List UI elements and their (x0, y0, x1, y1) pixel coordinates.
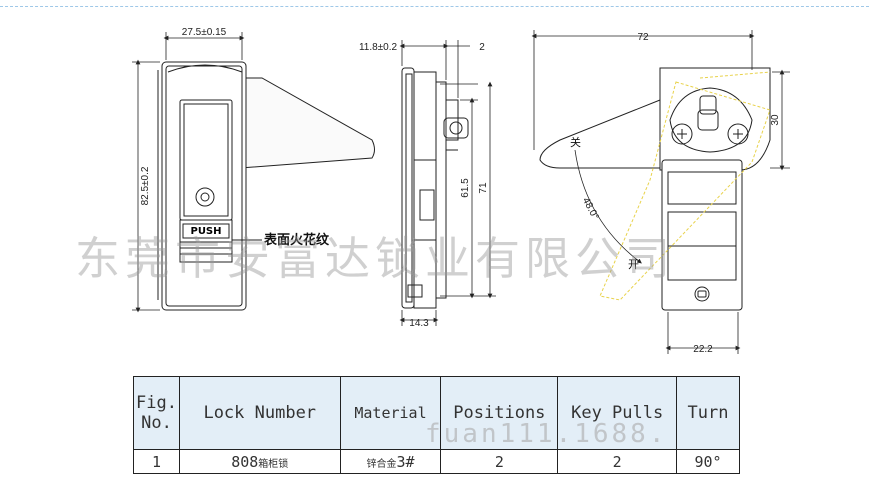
side-top-left-text: 11.8±0.2 (359, 42, 398, 53)
dim-side-heights (440, 81, 496, 299)
open-label: 开 (628, 258, 639, 271)
rear-bottom-text: 22.2 (693, 344, 713, 355)
dim-rear-bottom (665, 312, 741, 354)
dim-rear-height (770, 69, 790, 171)
header-fig-no: Fig.No. (133, 376, 180, 450)
rear-height-text: 30 (770, 114, 781, 126)
push-label: PUSH (190, 226, 221, 237)
top-dashed-border (0, 6, 869, 7)
side-height-text: 71 (478, 182, 489, 194)
dim-rear-width (531, 30, 755, 150)
header-fig-line1: Fig. (136, 393, 177, 413)
front-width-text: 27.5±0.15 (182, 27, 227, 38)
header-key-pulls: Key Pulls (557, 376, 678, 450)
company-watermark: 东莞市安富达锁业有限公司 (75, 232, 676, 285)
front-height-text: 82.5±0.2 (140, 166, 151, 205)
angle-arc (574, 149, 642, 264)
side-inner-text: 61.5 (460, 178, 471, 198)
material-prefix: 锌合金 (366, 458, 397, 470)
lock-number-value: 808 (231, 452, 259, 471)
table-row: 1 808箱柜锁 锌合金3# 2 2 90° (133, 449, 740, 474)
header-material: Material (339, 376, 442, 450)
cell-lock-number: 808箱柜锁 (178, 449, 341, 474)
cell-key-pulls: 2 (557, 449, 678, 474)
header-lock-number: Lock Number (178, 376, 341, 450)
header-turn: Turn (676, 376, 740, 450)
side-bottom-text: 14.3 (409, 318, 429, 329)
cell-material: 锌合金3# (339, 449, 442, 474)
cell-turn: 90° (676, 449, 740, 474)
close-label: 关 (570, 135, 581, 149)
rear-view (539, 67, 771, 311)
surface-note: 表面火花纹 (263, 232, 330, 248)
spec-table: Fig.No. Lock Number Material Positions K… (133, 376, 740, 474)
header-fig-line2: No. (141, 413, 172, 433)
dim-front-height (132, 59, 160, 313)
rear-angle-text: 48.0° (580, 196, 601, 222)
dim-side-bottom (399, 310, 439, 326)
cell-positions: 2 (440, 449, 559, 474)
lock-number-suffix: 箱柜锁 (258, 458, 289, 470)
header-positions: Positions (440, 376, 559, 450)
dim-front-width (163, 32, 245, 60)
dim-side-top (399, 40, 470, 98)
side-top-right-text: 2 (479, 42, 485, 53)
side-view (401, 67, 469, 309)
front-view (157, 61, 375, 311)
site-watermark: fuan111.1688. (425, 419, 668, 449)
material-grade: 3# (396, 452, 415, 471)
rotated-cam-outline (599, 71, 771, 301)
rear-width-text: 72 (637, 32, 649, 43)
cell-fig: 1 (133, 449, 180, 474)
